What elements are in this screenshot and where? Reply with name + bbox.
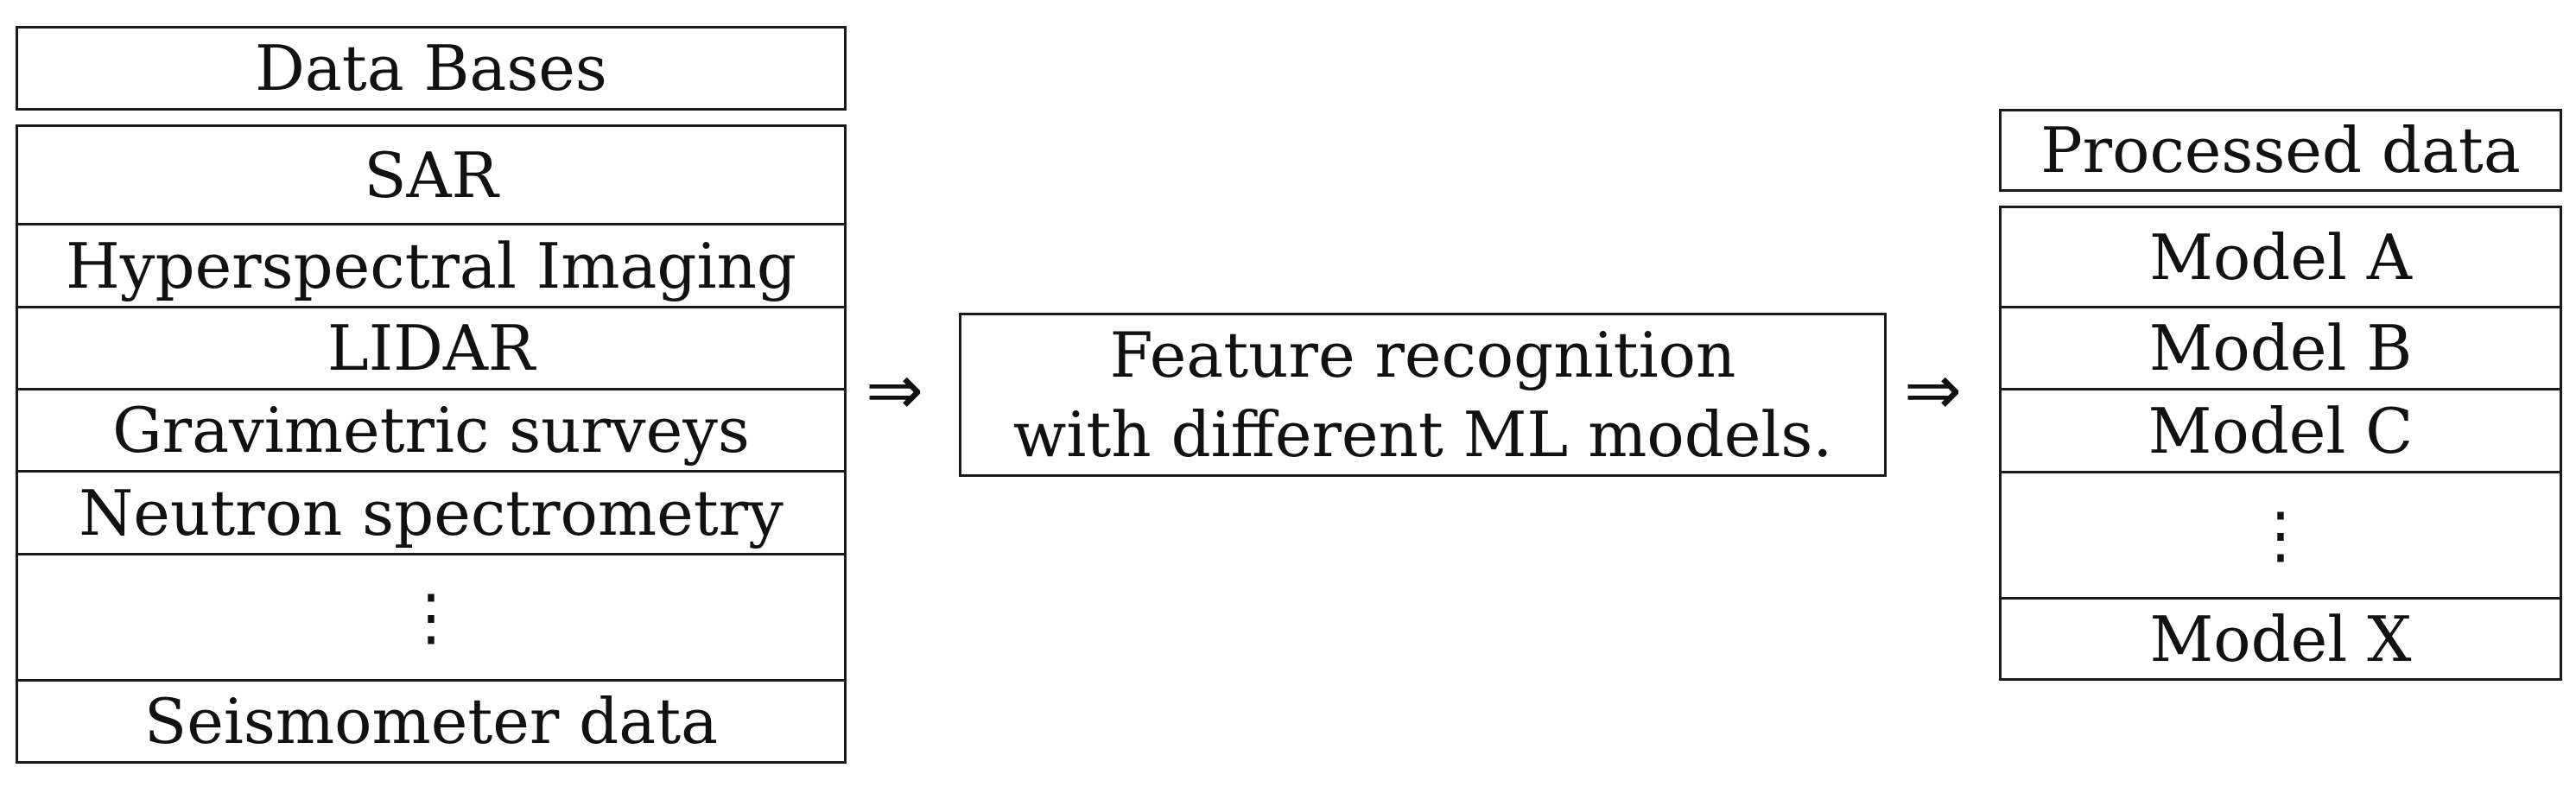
model-item-c: Model C: [2002, 390, 2560, 473]
databases-list: SAR Hyperspectral Imaging LIDAR Gravimet…: [16, 124, 847, 764]
database-item-seismometer-data: Seismometer data: [143, 685, 719, 758]
model-item-x: Model X: [2149, 602, 2412, 676]
database-item-neutron-spectrometry: Neutron spectrometry: [18, 473, 844, 555]
vertical-ellipsis: ⋮: [400, 581, 462, 654]
databases-title: Data Bases: [255, 32, 607, 105]
vertical-ellipsis: ⋮: [2249, 498, 2312, 572]
feature-recognition-line1: Feature recognition: [1109, 318, 1736, 391]
database-item-ellipsis: ⋮: [18, 555, 844, 682]
processed-title: Processed data: [2040, 114, 2521, 187]
arrow-right-icon: ⇒: [1904, 350, 1963, 430]
database-item-sar: SAR: [18, 127, 844, 225]
model-item-b: Model B: [2002, 308, 2560, 390]
databases-header-box: Data Bases: [16, 26, 847, 111]
model-item-a: Model A: [2002, 208, 2560, 308]
arrow-right-icon: ⇒: [866, 350, 924, 430]
database-item-hyperspectral-imaging: Hyperspectral Imaging: [18, 225, 844, 308]
database-item-gravimetric-surveys: Gravimetric surveys: [18, 390, 844, 473]
feature-recognition-box: Feature recognition with different ML mo…: [959, 313, 1887, 477]
model-item-ellipsis: ⋮: [2002, 473, 2560, 600]
processed-models-list: Model A Model B Model C ⋮ Model X: [1999, 206, 2562, 681]
processed-header-box: Processed data: [1999, 109, 2562, 192]
feature-recognition-line2: with different ML models.: [1012, 398, 1833, 471]
database-item-lidar: LIDAR: [18, 308, 844, 390]
